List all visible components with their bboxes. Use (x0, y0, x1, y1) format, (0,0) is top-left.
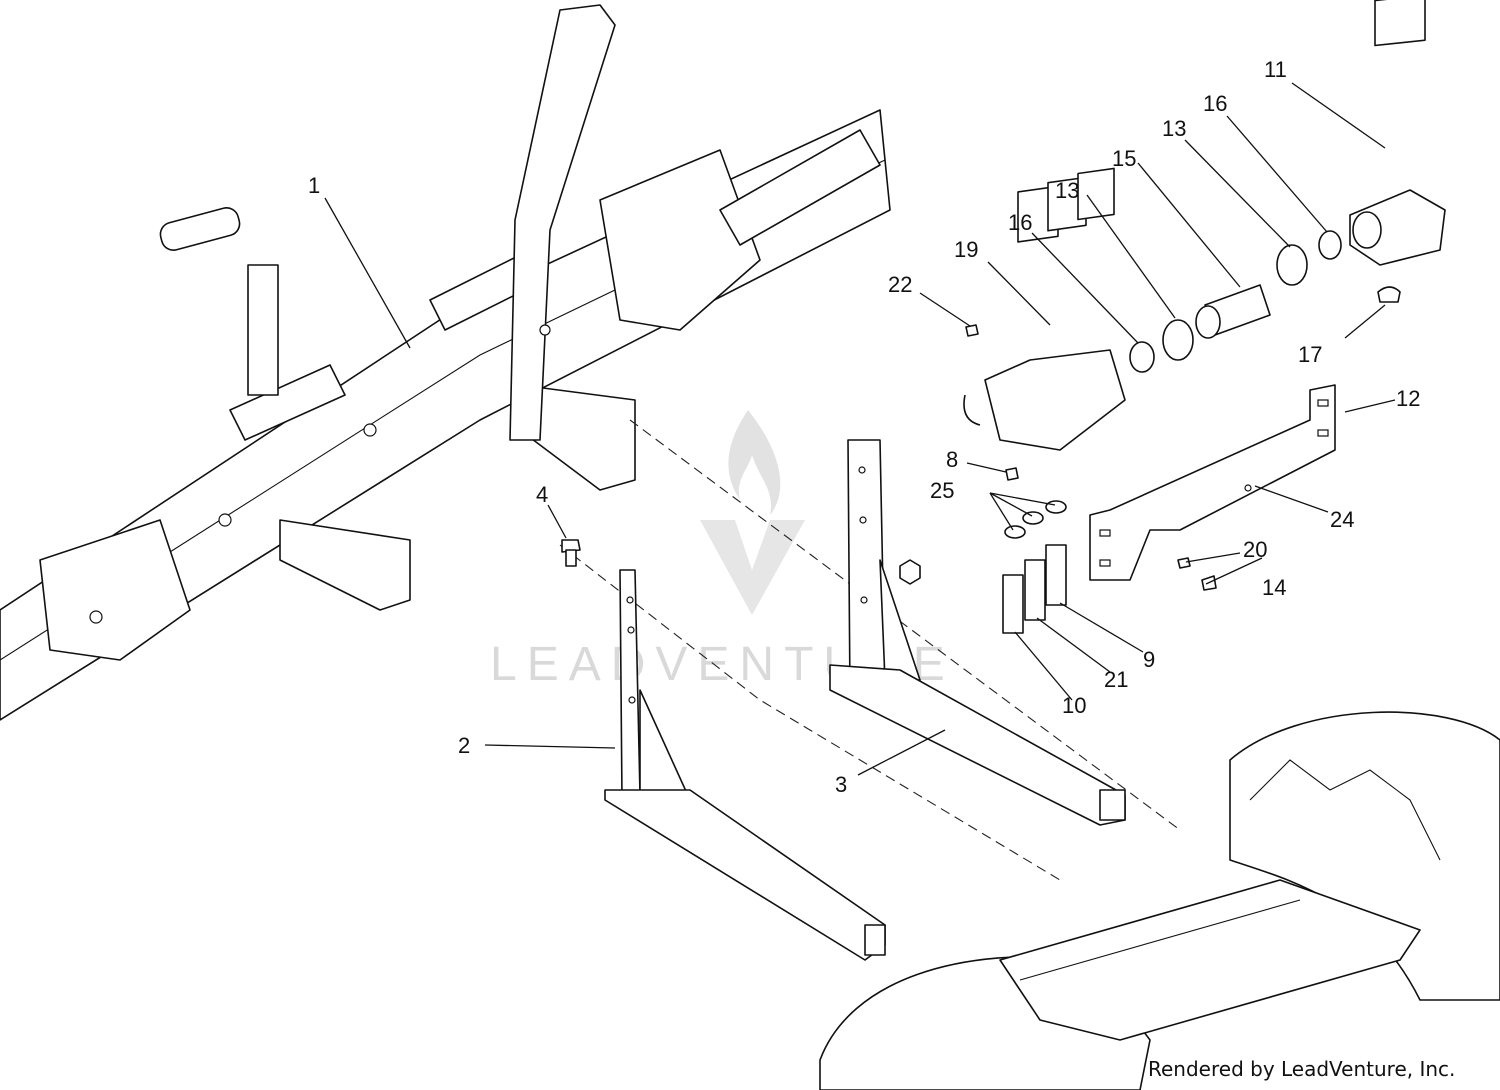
callout-19: 19 (954, 237, 978, 262)
callout-14: 14 (1262, 575, 1286, 600)
callout-15: 15 (1112, 146, 1136, 171)
left-control-column (247, 264, 279, 396)
nut-center (899, 559, 921, 585)
callout-13-upper: 13 (1162, 116, 1186, 141)
callout-4: 4 (536, 482, 548, 507)
rendered-by-credit: Rendered by LeadVenture, Inc. (1148, 1057, 1455, 1081)
steering-lever (509, 4, 616, 441)
leader-lines (324, 82, 1396, 776)
callout-24: 24 (1330, 507, 1354, 532)
alignment-line-upper (629, 419, 1181, 831)
mounting-plate-part-12 (1089, 384, 1336, 591)
callout-16-lower: 16 (1008, 210, 1032, 235)
cross-tube-left (229, 364, 346, 441)
callout-20: 20 (1243, 537, 1267, 562)
nut-ring-13b (1276, 244, 1308, 286)
lower-support-arm (279, 519, 411, 611)
callout-9: 9 (1143, 647, 1155, 672)
callout-1: 1 (308, 173, 320, 198)
callout-labels: 1 2 3 4 8 25 10 21 9 11 12 13 13 14 15 1… (308, 57, 1420, 797)
solenoid-valve-part-19 (984, 349, 1126, 451)
callout-3: 3 (835, 772, 847, 797)
callout-13-lower: 13 (1055, 178, 1079, 203)
clamp-part-17 (1377, 286, 1401, 303)
clamp-25c (1045, 500, 1067, 514)
right-wheel-bracket (599, 149, 761, 331)
callout-22: 22 (888, 272, 912, 297)
nut-ring-13a (1162, 319, 1194, 361)
callout-21: 21 (1104, 667, 1128, 692)
callout-10: 10 (1062, 693, 1086, 718)
hose-part-10 (1002, 574, 1024, 634)
callout-2: 2 (458, 733, 470, 758)
bolt-part-4 (561, 539, 581, 567)
hose-part-9 (1045, 544, 1067, 606)
rear-fender-right (1229, 711, 1500, 1001)
callout-11: 11 (1264, 57, 1287, 82)
callout-25: 25 (930, 478, 954, 503)
seal-ring-16b (1318, 230, 1342, 260)
callout-8: 8 (946, 447, 958, 472)
seal-ring-16a (1129, 341, 1155, 373)
bracket-part-3 (829, 439, 1126, 826)
callout-16-upper: 16 (1203, 91, 1227, 116)
washer-part-20 (1177, 557, 1191, 569)
nut-part-22 (965, 324, 979, 337)
left-wheel-bracket (39, 519, 191, 661)
fitting-part-8 (1005, 467, 1019, 481)
bracket-part-2 (604, 569, 886, 961)
rear-fender-assembly (819, 711, 1500, 1090)
hose-part-21 (1024, 559, 1046, 621)
clamp-25a (1004, 525, 1026, 539)
left-handle-grip (159, 207, 241, 251)
callout-17: 17 (1298, 342, 1322, 367)
frame-assembly (0, 4, 891, 721)
valve-assembly (963, 0, 1446, 634)
clamp-25b (1022, 511, 1044, 525)
right-axle-tube (719, 129, 881, 246)
callout-12: 12 (1396, 386, 1420, 411)
watermark-flame-icon (728, 410, 781, 515)
rear-axle-frame (999, 879, 1421, 1041)
watermark-v-icon (700, 520, 805, 615)
